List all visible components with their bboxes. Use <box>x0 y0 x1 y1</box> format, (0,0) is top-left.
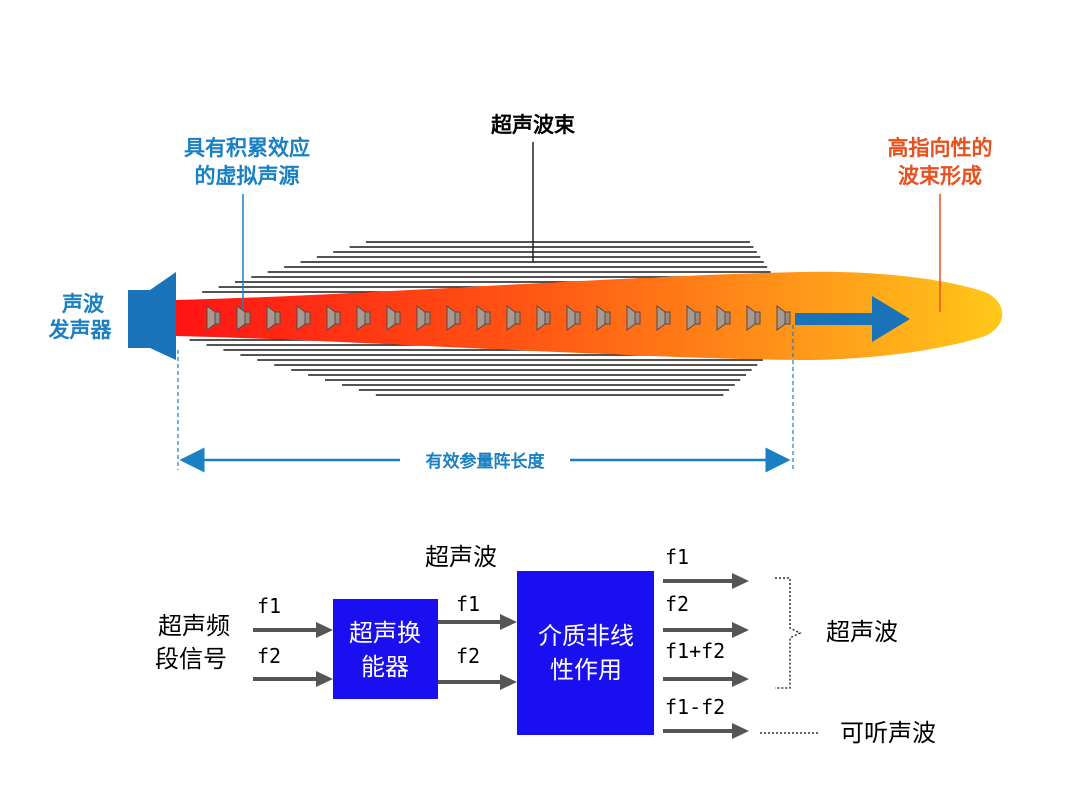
input-label-2: 段信号 <box>155 645 227 673</box>
out-sum-arrow <box>663 671 749 687</box>
medium-box <box>517 571 654 735</box>
virtual-source-speaker-icon <box>326 305 341 331</box>
audible-label: 可听声波 <box>840 719 936 747</box>
transducer-box <box>333 599 438 699</box>
virtual-source-speaker-icon <box>236 305 251 331</box>
in-f2-label: f2 <box>257 644 281 668</box>
directional-label-1: 高指向性的 <box>888 136 993 160</box>
virtual-source-speaker-icon <box>206 305 221 331</box>
virtual-source-speaker-icon <box>416 305 431 331</box>
beam-label: 超声波束 <box>491 113 576 137</box>
virtual-source-speaker-icon <box>656 305 671 331</box>
ultrasonic-bracket <box>775 577 802 689</box>
virtual-source-speaker-icon <box>686 305 701 331</box>
virtual-source-speaker-icon <box>386 305 401 331</box>
beam-direction-arrow <box>795 296 910 342</box>
virtual-source-speaker-icon <box>596 305 611 331</box>
virtual-source-label-2: 的虚拟声源 <box>195 164 300 188</box>
virtual-source-speaker-icon <box>266 305 281 331</box>
mid-f1-label: f1 <box>456 592 480 616</box>
out-f2-label: f2 <box>665 592 689 616</box>
virtual-source-speaker-icon <box>716 305 731 331</box>
out-f1-arrow <box>663 573 749 589</box>
directional-label-2: 波束形成 <box>898 164 982 188</box>
transducer-label-2: 能器 <box>361 653 409 681</box>
in-f2-arrow <box>253 671 333 687</box>
medium-label-1: 介质非线 <box>538 622 634 650</box>
emitter-label-1: 声波 <box>61 292 105 316</box>
speaker-icon <box>128 272 176 360</box>
ultrasonic-right-label: 超声波 <box>826 618 898 646</box>
transducer-label-1: 超声换 <box>349 619 421 647</box>
mid-f1-arrow <box>438 614 517 630</box>
audible-beam <box>176 271 1003 360</box>
out-diff-arrow <box>663 723 749 739</box>
input-label-1: 超声频 <box>158 612 230 640</box>
virtual-source-label-1: 具有积累效应 <box>184 136 310 160</box>
out-diff-label: f1-f2 <box>665 695 725 719</box>
virtual-source-speaker-icon <box>446 305 461 331</box>
virtual-source-speaker-icon <box>776 305 791 331</box>
emitter-label-2: 发声器 <box>48 318 113 342</box>
virtual-source-speaker-icon <box>566 305 581 331</box>
in-f1-label: f1 <box>257 594 281 618</box>
virtual-source-speaker-icon <box>626 305 641 331</box>
virtual-source-speaker-icon <box>536 305 551 331</box>
ultrasonic-top-label: 超声波 <box>425 543 497 571</box>
in-f1-arrow <box>253 622 333 638</box>
array-length-label: 有效参量阵长度 <box>426 451 546 472</box>
virtual-sources <box>206 305 791 331</box>
mid-f2-label: f2 <box>456 644 480 668</box>
virtual-source-speaker-icon <box>296 305 311 331</box>
medium-label-2: 性作用 <box>550 656 622 684</box>
out-sum-label: f1+f2 <box>665 639 725 663</box>
mid-f2-arrow <box>438 674 517 690</box>
virtual-source-speaker-icon <box>356 305 371 331</box>
virtual-source-speaker-icon <box>476 305 491 331</box>
virtual-source-speaker-icon <box>506 305 521 331</box>
virtual-source-speaker-icon <box>746 305 761 331</box>
out-f1-label: f1 <box>665 545 689 569</box>
out-f2-arrow <box>663 622 749 638</box>
